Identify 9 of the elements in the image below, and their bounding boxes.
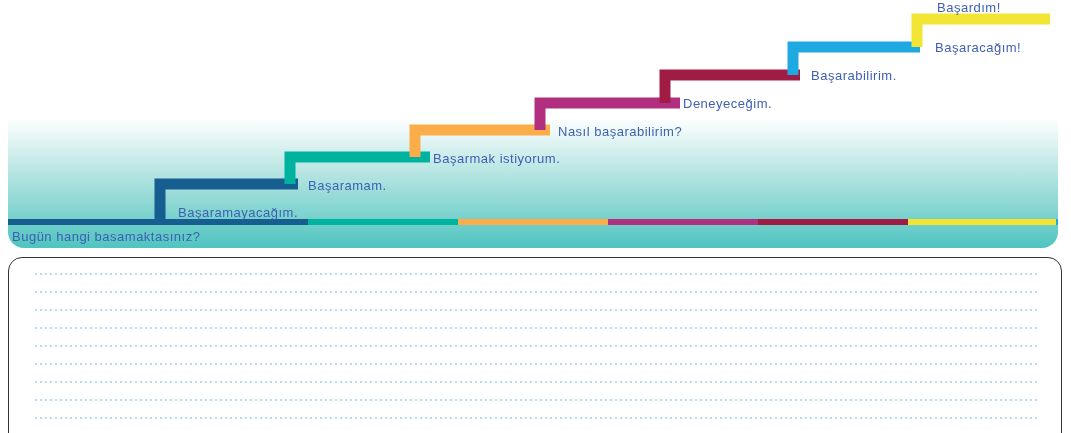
step-label: Deneyeceğim. <box>683 97 773 111</box>
step-label: Başaracağım! <box>935 41 1022 55</box>
step-label: Başarmak istiyorum. <box>433 152 561 166</box>
step-label: Başarabilirim. <box>811 69 897 83</box>
step-label: Başaramam. <box>308 179 387 193</box>
step-label: Başaramayacağım. <box>178 206 298 220</box>
step-label: Nasıl başarabilirim? <box>558 125 683 139</box>
step-label: Başardım! <box>937 1 1001 15</box>
question-text: Bugün hangi basamaktasınız? <box>12 230 201 244</box>
